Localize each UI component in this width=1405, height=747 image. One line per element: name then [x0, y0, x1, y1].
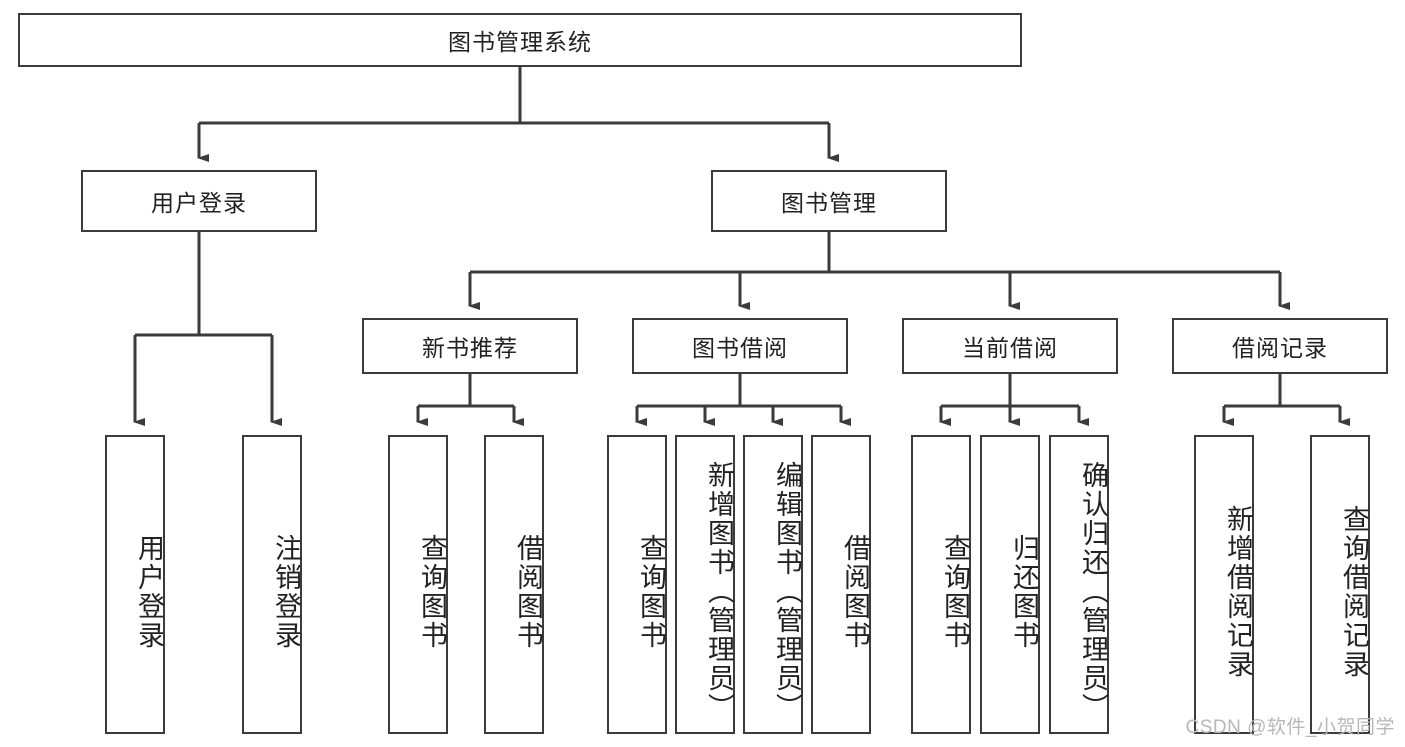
leaf-borrow-query-book[interactable]: 查询图书 [607, 435, 667, 734]
node-label: 新增借阅记录 [1223, 504, 1253, 679]
leaf-current-query-book[interactable]: 查询图书 [911, 435, 971, 734]
node-label: 新增图书（管理员） [704, 461, 734, 722]
node-borrow-record[interactable]: 借阅记录 [1172, 318, 1388, 374]
node-user-login[interactable]: 用户登录 [81, 170, 317, 232]
node-label: 编辑图书（管理员） [772, 461, 802, 722]
leaf-current-confirm-return-admin[interactable]: 确认归还（管理员） [1049, 435, 1109, 734]
leaf-recommend-query-book[interactable]: 查询图书 [388, 435, 448, 734]
node-label: 借阅记录 [1232, 335, 1328, 361]
node-label: 图书借阅 [692, 335, 788, 361]
leaf-record-add-record[interactable]: 新增借阅记录 [1194, 435, 1254, 734]
leaf-record-query-record[interactable]: 查询借阅记录 [1310, 435, 1370, 734]
node-label: 当前借阅 [962, 335, 1058, 361]
node-label: 图书管理系统 [448, 29, 592, 55]
leaf-borrow-edit-book-admin[interactable]: 编辑图书（管理员） [743, 435, 803, 734]
node-label: 借阅图书 [513, 533, 543, 650]
node-label: 归还图书 [1009, 533, 1039, 650]
node-label: 新书推荐 [422, 335, 518, 361]
node-book-borrow[interactable]: 图书借阅 [632, 318, 848, 374]
node-label: 用户登录 [134, 533, 164, 650]
watermark-text: CSDN @软件_小贺同学 [1185, 717, 1395, 738]
node-new-book-recommend[interactable]: 新书推荐 [362, 318, 578, 374]
node-label: 查询借阅记录 [1339, 504, 1369, 679]
node-label: 用户登录 [151, 190, 247, 216]
node-root-system[interactable]: 图书管理系统 [18, 13, 1022, 67]
node-label: 查询图书 [417, 533, 447, 650]
leaf-borrow-borrow-book[interactable]: 借阅图书 [811, 435, 871, 734]
leaf-user-login-logout[interactable]: 注销登录 [242, 435, 302, 734]
node-current-borrow[interactable]: 当前借阅 [902, 318, 1118, 374]
node-book-management[interactable]: 图书管理 [711, 170, 947, 232]
leaf-current-return-book[interactable]: 归还图书 [980, 435, 1040, 734]
leaf-recommend-borrow-book[interactable]: 借阅图书 [484, 435, 544, 734]
node-label: 图书管理 [781, 190, 877, 216]
node-label: 查询图书 [636, 533, 666, 650]
leaf-user-login-login[interactable]: 用户登录 [105, 435, 165, 734]
node-label: 借阅图书 [840, 533, 870, 650]
node-label: 注销登录 [271, 533, 301, 650]
leaf-borrow-add-book-admin[interactable]: 新增图书（管理员） [675, 435, 735, 734]
node-label: 确认归还（管理员） [1078, 461, 1108, 722]
node-label: 查询图书 [940, 533, 970, 650]
